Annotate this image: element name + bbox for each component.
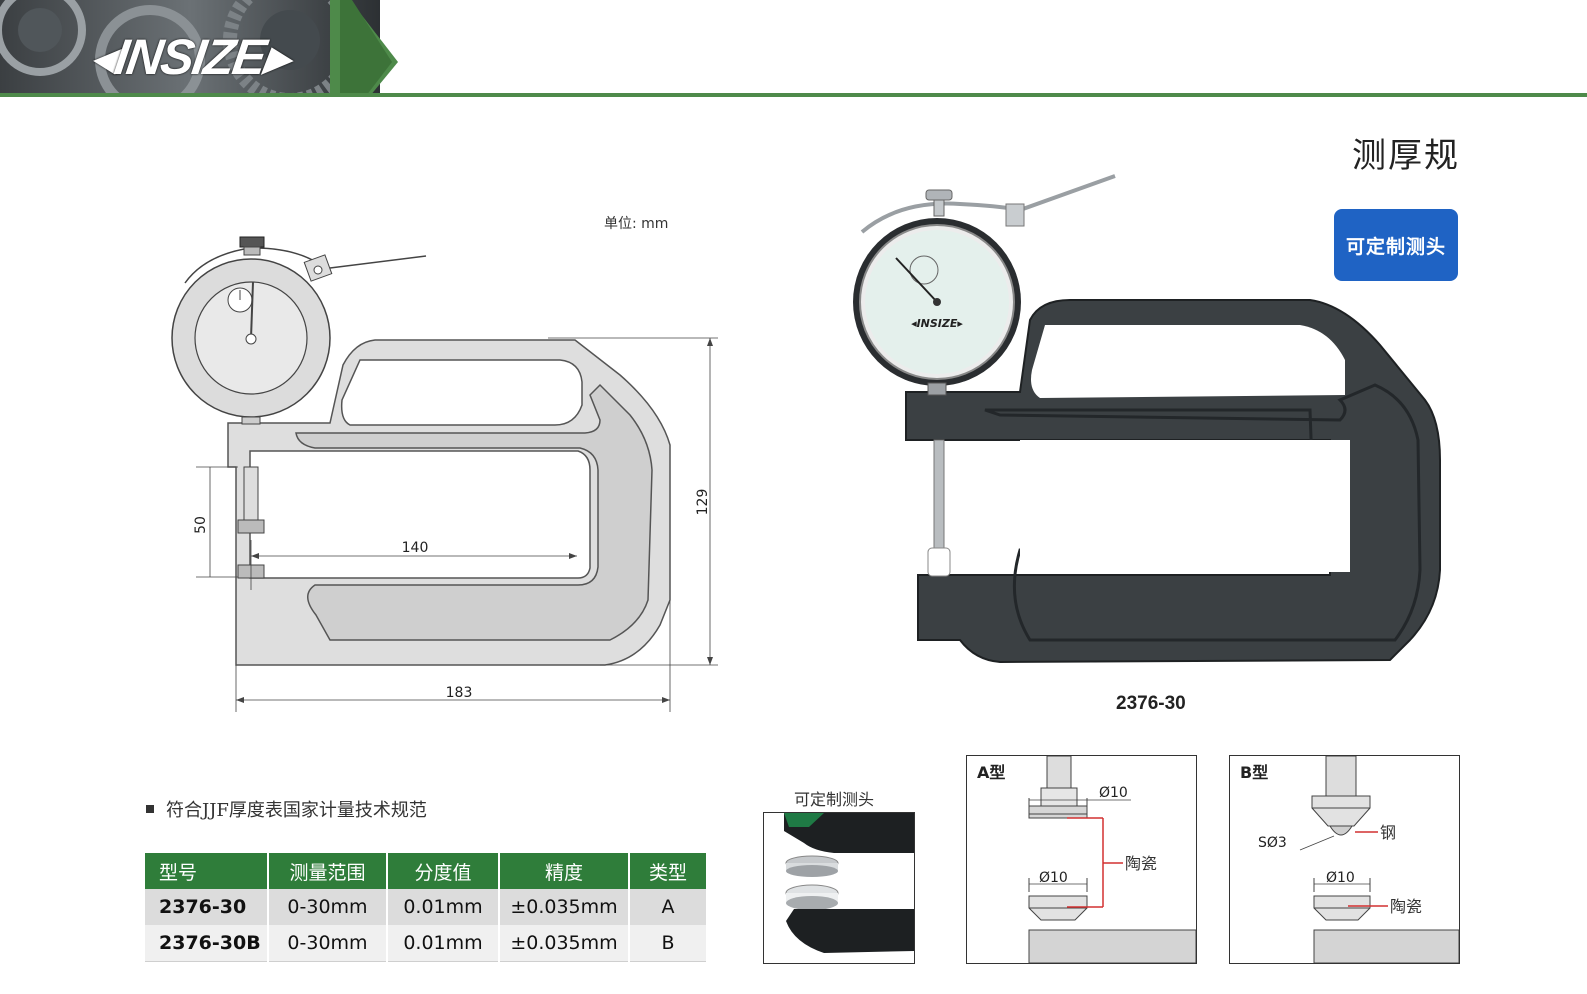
product-photo: ◂INSIZE▸: [853, 174, 1441, 664]
cell-model: 2376-30B: [145, 925, 269, 962]
compliance-text: 符合JJF厚度表国家计量技术规范: [166, 800, 427, 821]
cell-accuracy: ±0.035mm: [499, 925, 630, 962]
cell-range: 0-30mm: [268, 889, 388, 925]
header-banner-image: [0, 0, 398, 96]
page-header: ◂INSIZE▸: [0, 0, 1587, 98]
technical-drawing: 50 140 129 183: [171, 236, 718, 712]
product-model-label: 2376-30: [1116, 693, 1186, 714]
type-a-dia-bottom: Ø10: [1039, 870, 1068, 886]
custom-probe-badge: 可定制测头: [1334, 209, 1458, 281]
header-accuracy: 精度: [499, 853, 630, 889]
header-rule: [0, 93, 1587, 97]
dimension-50: 50: [193, 516, 209, 534]
type-a-material: 陶瓷: [1125, 854, 1157, 873]
type-b-title: B型: [1240, 763, 1268, 782]
dimension-140: 140: [402, 540, 429, 556]
cell-model: 2376-30: [145, 889, 269, 925]
type-a-diagram: A型 Ø10 Ø10 陶瓷: [966, 755, 1197, 964]
type-b-material-top: 钢: [1380, 823, 1396, 842]
unit-label: 单位: mm: [604, 216, 669, 232]
type-b-sphere: SØ3: [1258, 835, 1287, 851]
svg-text:◂INSIZE▸: ◂INSIZE▸: [911, 317, 963, 330]
table-row: 2376-30B 0-30mm 0.01mm ±0.035mm B: [145, 925, 708, 962]
cell-type: B: [629, 925, 708, 962]
cell-type: A: [629, 889, 708, 925]
type-a-title: A型: [977, 763, 1005, 782]
custom-probe-caption: 可定制测头: [794, 790, 875, 809]
bullet-icon: [146, 805, 154, 813]
header-range: 测量范围: [268, 853, 388, 889]
cell-resolution: 0.01mm: [387, 889, 500, 925]
cell-accuracy: ±0.035mm: [499, 889, 630, 925]
cell-resolution: 0.01mm: [387, 925, 500, 962]
dimension-129: 129: [695, 489, 711, 516]
cell-range: 0-30mm: [268, 925, 388, 962]
spec-table: 型号 测量范围 分度值 精度 类型 2376-30 0-30mm 0.01mm …: [145, 853, 708, 962]
dimension-183: 183: [446, 685, 473, 701]
custom-probe-photo: [763, 812, 915, 964]
type-b-dia-bottom: Ø10: [1326, 870, 1355, 886]
header-type: 类型: [629, 853, 708, 889]
type-b-material-bottom: 陶瓷: [1390, 897, 1422, 916]
header-resolution: 分度值: [387, 853, 500, 889]
page-title: 测厚规: [1352, 136, 1460, 176]
brand-logo: ◂INSIZE▸: [88, 29, 292, 85]
compliance-note: 符合JJF厚度表国家计量技术规范: [146, 796, 427, 822]
table-row: 2376-30 0-30mm 0.01mm ±0.035mm A: [145, 889, 708, 925]
type-a-dia-top: Ø10: [1099, 785, 1128, 801]
header-model: 型号: [145, 853, 269, 889]
table-header-row: 型号 测量范围 分度值 精度 类型: [145, 853, 708, 889]
type-b-diagram: B型 钢 SØ3 Ø10 陶瓷: [1229, 755, 1460, 964]
